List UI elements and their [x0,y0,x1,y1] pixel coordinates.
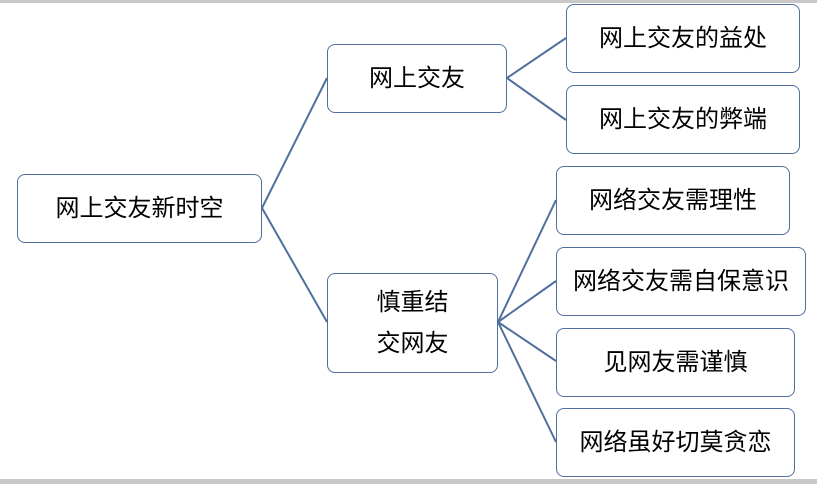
leaf-node-benefits[interactable]: 网上交友的益处 [566,4,800,73]
leaf-node-self-protection[interactable]: 网络交友需自保意识 [556,247,806,316]
connector-online-to-benefits [506,37,567,79]
leaf-node-meeting-caution-label: 见网友需谨慎 [603,348,748,377]
connector-careful-to-not-addicted [497,321,557,443]
branch-node-online-dating-label: 网上交友 [369,64,465,93]
leaf-node-drawbacks[interactable]: 网上交友的弊端 [566,85,800,154]
connector-careful-to-meeting-caution [497,321,557,362]
connector-root-to-branch-careful [261,207,328,323]
leaf-node-benefits-label: 网上交友的益处 [599,24,767,53]
bottom-frame-border [0,479,817,484]
branch-node-careful-friendship[interactable]: 慎重结 交网友 [327,273,498,373]
branch-node-careful-friendship-line-2: 交网友 [376,329,449,357]
root-node[interactable]: 网上交友新时空 [17,174,262,243]
leaf-node-not-addicted-label: 网络虽好切莫贪恋 [579,428,772,457]
leaf-node-not-addicted[interactable]: 网络虽好切莫贪恋 [556,408,795,477]
connector-root-to-branch-online [261,77,328,209]
leaf-node-meeting-caution[interactable]: 见网友需谨慎 [556,328,795,397]
leaf-node-rational-label: 网络交友需理性 [589,186,757,215]
branch-node-careful-friendship-line-1: 慎重结 [376,288,449,317]
leaf-node-rational[interactable]: 网络交友需理性 [556,166,790,235]
top-frame-border [0,0,817,3]
leaf-node-self-protection-label: 网络交友需自保意识 [573,267,789,296]
root-node-label: 网上交友新时空 [55,194,224,223]
connector-careful-to-self-protection [497,280,557,323]
connector-careful-to-rational [497,199,557,323]
leaf-node-drawbacks-label: 网上交友的弊端 [599,105,767,134]
connector-online-to-drawbacks [506,77,567,121]
branch-node-online-dating[interactable]: 网上交友 [327,44,507,113]
